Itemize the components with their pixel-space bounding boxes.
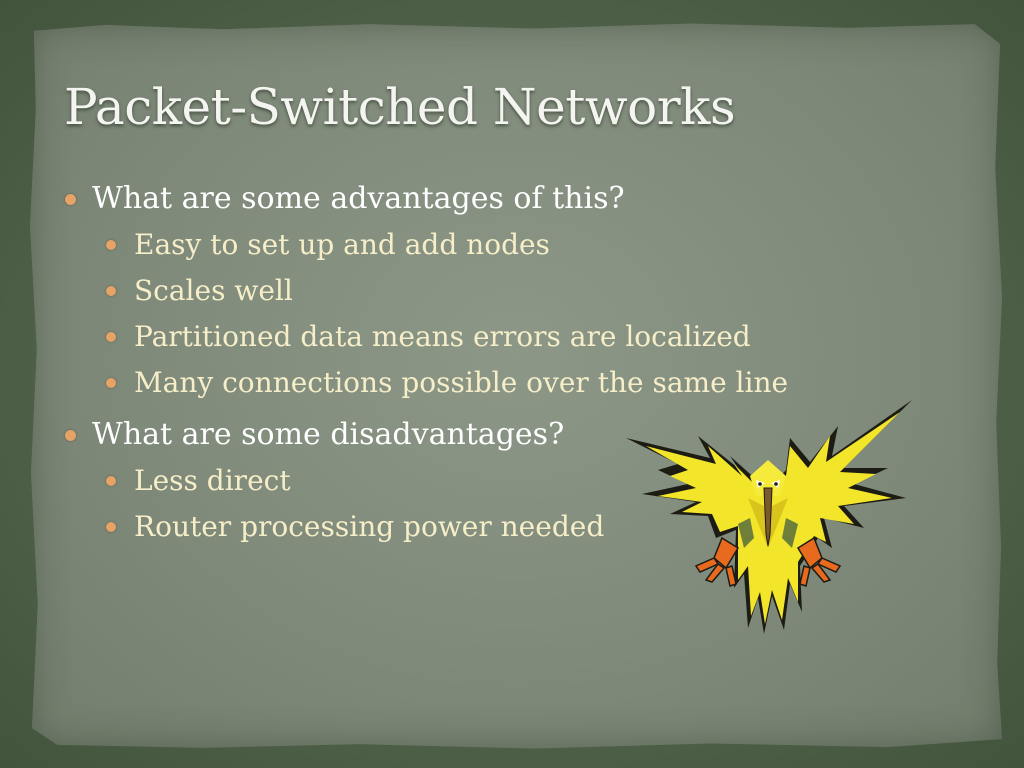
sub-bullet-item: Less direct xyxy=(62,458,822,504)
sub-bullet-text: Many connections possible over the same … xyxy=(134,366,789,399)
bullet-list: What are some advantages of this? Easy t… xyxy=(62,176,822,550)
bullet-dot-icon xyxy=(106,378,116,388)
bullet-dot-icon xyxy=(106,240,116,250)
slide-paper xyxy=(29,23,1003,749)
yellow-spiky-bird-illustration-icon xyxy=(626,400,912,634)
bullet-dot-icon xyxy=(65,194,76,205)
slide-title: Packet-Switched Networks xyxy=(64,78,736,136)
bullet-dot-icon xyxy=(65,430,76,441)
sub-bullet-text: Router processing power needed xyxy=(134,510,605,543)
sub-bullet-text: Easy to set up and add nodes xyxy=(134,228,550,261)
sub-bullet-item: Scales well xyxy=(62,268,822,314)
bullet-item: What are some disadvantages? xyxy=(62,412,822,458)
bullet-dot-icon xyxy=(106,286,116,296)
sub-bullet-text: Less direct xyxy=(134,464,291,497)
sub-bullet-text: Scales well xyxy=(134,274,293,307)
bullet-dot-icon xyxy=(106,522,116,532)
sub-bullet-text: Partitioned data means errors are locali… xyxy=(134,320,751,353)
bullet-dot-icon xyxy=(106,476,116,486)
sub-bullet-item: Partitioned data means errors are locali… xyxy=(62,314,822,360)
sub-bullet-item: Many connections possible over the same … xyxy=(62,360,822,406)
bullet-text: What are some disadvantages? xyxy=(92,417,565,452)
sub-bullet-item: Easy to set up and add nodes xyxy=(62,222,822,268)
bullet-dot-icon xyxy=(106,332,116,342)
bullet-item: What are some advantages of this? xyxy=(62,176,822,222)
sub-bullet-item: Router processing power needed xyxy=(62,504,822,550)
bullet-text: What are some advantages of this? xyxy=(92,181,625,216)
